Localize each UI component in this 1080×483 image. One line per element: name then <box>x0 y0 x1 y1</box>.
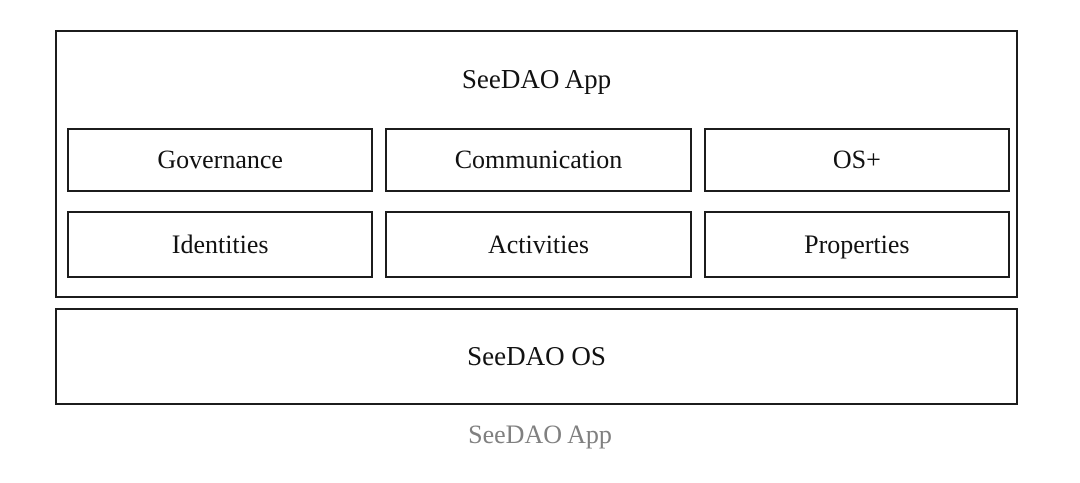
module-box-os-plus: OS+ <box>703 128 1010 192</box>
module-label-properties: Properties <box>804 229 910 259</box>
os-layer-title: SeeDAO OS <box>467 341 606 371</box>
app-layer-title: SeeDAO App <box>461 64 612 94</box>
module-box-activities: Activities <box>385 211 692 278</box>
module-label-governance: Governance <box>157 145 283 174</box>
module-box-communication: Communication <box>385 128 692 192</box>
module-row-1: Governance Communication OS+ <box>67 128 1010 192</box>
module-grid: Governance Communication OS+ Identities … <box>67 128 1010 278</box>
module-label-communication: Communication <box>454 145 623 174</box>
module-box-identities: Identities <box>67 211 374 278</box>
module-box-governance: Governance <box>67 128 374 192</box>
module-label-activities: Activities <box>487 229 590 259</box>
figure-caption: SeeDAO App <box>468 420 612 449</box>
module-row-2: Identities Activities Properties <box>67 211 1010 278</box>
module-box-properties: Properties <box>703 211 1010 278</box>
app-layer-container: SeeDAO App Governance Communication OS+ … <box>55 30 1018 298</box>
module-label-identities: Identities <box>171 229 269 259</box>
os-layer-container: SeeDAO OS <box>55 308 1018 405</box>
module-label-os-plus: OS+ <box>832 145 881 174</box>
